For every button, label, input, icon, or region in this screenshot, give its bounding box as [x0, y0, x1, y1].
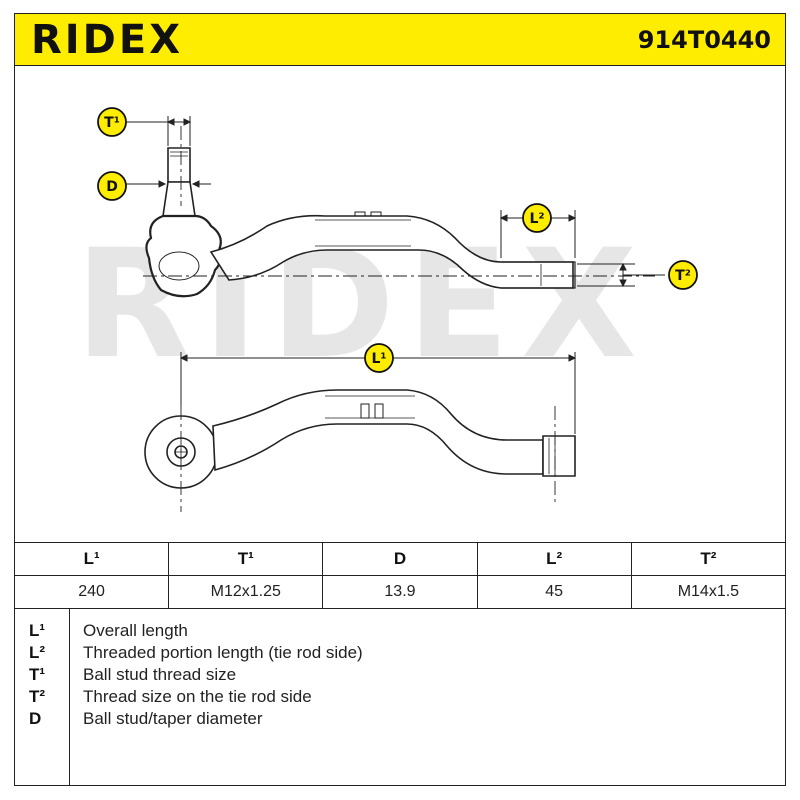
legend-panel: L¹ Overall length L² Threaded portion le…	[14, 608, 786, 786]
spec-header-t2: T²	[630, 542, 787, 576]
legend-description: Thread size on the tie rod side	[83, 687, 312, 706]
legend-item: T² Thread size on the tie rod side	[15, 686, 775, 708]
spec-value-l2: 45	[476, 575, 632, 609]
legend-description: Overall length	[83, 621, 188, 640]
spec-header-l1: L¹	[13, 542, 170, 576]
badge-l1: L¹	[364, 343, 394, 373]
ball-boot	[145, 214, 222, 298]
spec-table: L¹ T¹ D L² T² 240 M12x1.25 13.9 45 M14x1…	[13, 542, 787, 609]
legend-symbol: T¹	[29, 665, 46, 684]
legend-item: D Ball stud/taper diameter	[15, 708, 775, 730]
legend-description: Threaded portion length (tie rod side)	[83, 643, 363, 662]
spec-header-l2: L²	[476, 542, 632, 576]
dimension-t2	[577, 262, 665, 288]
thread-end-side	[542, 435, 576, 477]
svg-text:L¹: L¹	[371, 351, 386, 367]
svg-text:D: D	[106, 179, 118, 195]
badge-l2: L²	[522, 203, 552, 233]
dimension-d	[125, 180, 211, 188]
svg-text:L²: L²	[529, 211, 544, 227]
brand-logo: RIDEX	[31, 17, 184, 63]
drawing-canvas: RIDEX	[75, 107, 698, 512]
spec-value-d: 13.9	[322, 575, 478, 609]
dimension-t1	[125, 116, 192, 146]
side-view	[144, 389, 576, 512]
spec-header-d: D	[322, 542, 478, 576]
badge-t2: T²	[668, 260, 698, 290]
spec-value-row: 240 M12x1.25 13.9 45 M14x1.5	[13, 575, 787, 609]
legend-symbol: D	[29, 709, 42, 728]
badge-d: D	[97, 171, 127, 201]
legend-symbol: L²	[29, 643, 46, 662]
spec-value-t2: M14x1.5	[630, 575, 787, 609]
legend-symbol: L¹	[29, 621, 46, 640]
spec-value-l1: 240	[13, 575, 170, 609]
legend-divider	[69, 608, 70, 785]
arm-body-side-view	[212, 389, 544, 475]
legend-symbol: T²	[29, 687, 46, 706]
part-number: 914T0440	[637, 26, 771, 54]
thread-end-top	[501, 261, 576, 289]
legend-item: L¹ Overall length	[15, 620, 775, 642]
top-view	[143, 126, 655, 298]
svg-text:T²: T²	[675, 268, 691, 284]
legend-item: L² Threaded portion length (tie rod side…	[15, 642, 775, 664]
spec-value-t1: M12x1.25	[168, 575, 324, 609]
legend-item: T¹ Ball stud thread size	[15, 664, 775, 686]
spec-header-t1: T¹	[168, 542, 324, 576]
header-bar: RIDEX 914T0440	[14, 13, 786, 66]
badge-t1: T¹	[97, 107, 127, 137]
ball-stud-thread	[167, 147, 191, 183]
spec-header-row: L¹ T¹ D L² T²	[13, 542, 787, 576]
technical-drawing: RIDEX	[14, 66, 786, 542]
svg-text:T¹: T¹	[104, 115, 120, 131]
legend-description: Ball stud/taper diameter	[83, 709, 263, 728]
ball-stud-taper	[162, 181, 196, 217]
legend-description: Ball stud thread size	[83, 665, 237, 684]
